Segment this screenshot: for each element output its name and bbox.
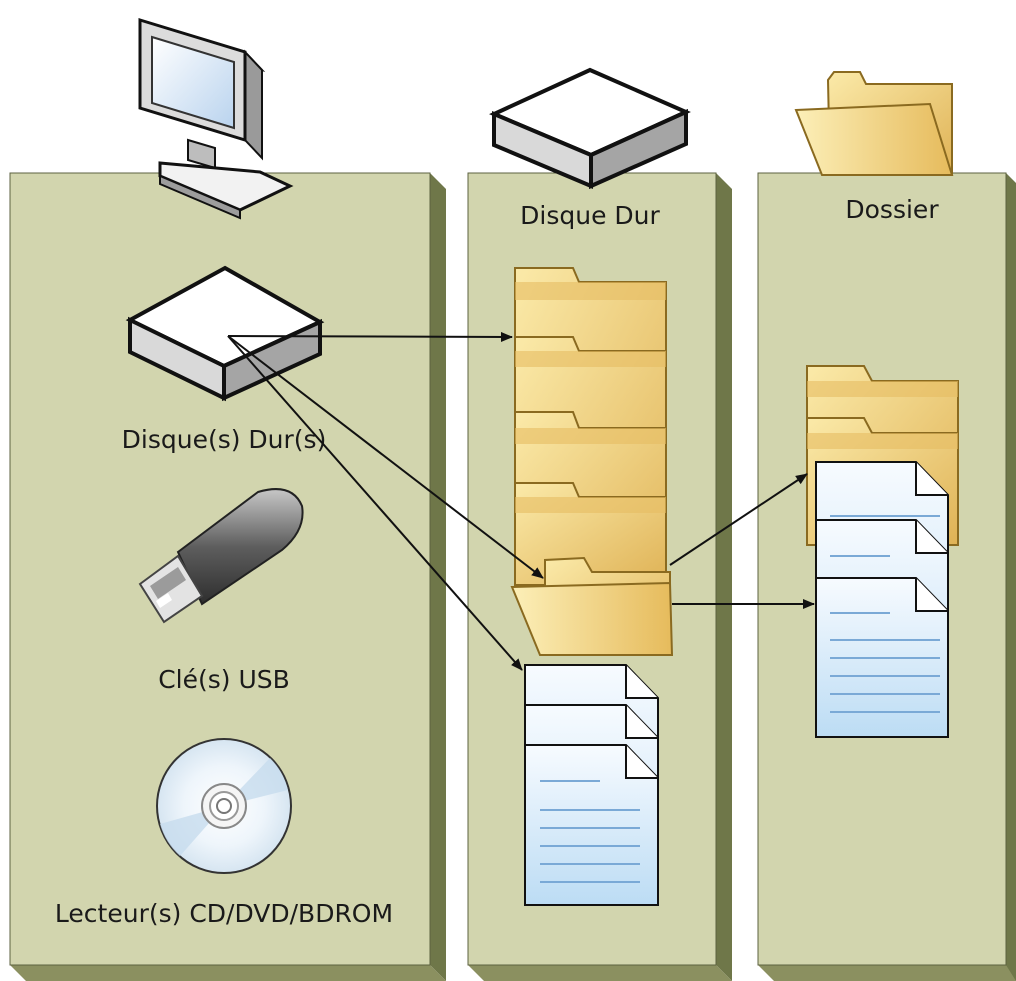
column-title-hard-disk: Disque Dur [520, 201, 660, 230]
folder-stack [514, 267, 667, 586]
column-title-folder: Dossier [845, 195, 939, 224]
hard-drive-icon [125, 265, 325, 402]
hard-drive-icon [489, 67, 691, 190]
monitor-icon [138, 17, 294, 220]
usb-key-icon [138, 488, 304, 624]
arrow-drive-to-folders [227, 331, 513, 342]
file-stack [524, 664, 659, 906]
arrow-drive-to-subfolder [227, 335, 544, 579]
folder-icon [510, 556, 674, 656]
arrow-drive-to-files [227, 335, 523, 671]
label-hard-drives: Disque(s) Dur(s) [122, 425, 327, 454]
arrows [227, 331, 815, 671]
folder-icon [794, 71, 954, 176]
label-usb-keys: Clé(s) USB [158, 665, 290, 694]
file-icon [815, 577, 949, 738]
file-icon [524, 744, 659, 906]
cd-disc-icon [156, 738, 292, 874]
file-stack [815, 461, 949, 738]
label-optical-drives: Lecteur(s) CD/DVD/BDROM [55, 899, 393, 928]
arrow-folder-to-right-folders [669, 473, 808, 566]
